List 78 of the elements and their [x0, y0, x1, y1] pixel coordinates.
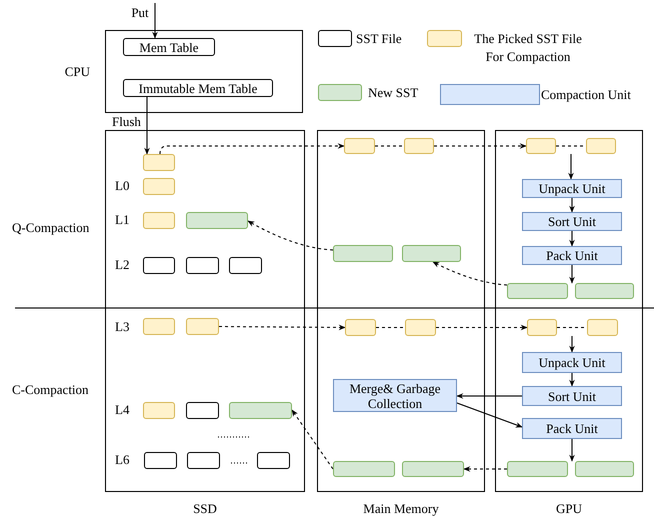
level-label: L4 [115, 402, 130, 417]
unit-box: Pack Unit [522, 418, 622, 439]
new-sst-file [402, 461, 464, 477]
sst-file [144, 452, 177, 469]
legend-label: Compaction Unit [541, 87, 631, 102]
sst-file [257, 452, 290, 469]
picked-sst-file [186, 318, 219, 335]
arrow [569, 336, 575, 353]
phase-label: Q-Compaction [12, 220, 90, 235]
new-sst-file [333, 245, 393, 262]
edge-label: Flush [112, 114, 141, 129]
unit-box: Unpack Unit [522, 352, 622, 373]
arrow [160, 143, 345, 154]
arrow [247, 220, 334, 250]
new-sst-file [402, 245, 461, 262]
table-box: Mem Table [123, 38, 215, 56]
picked-sst-file [143, 402, 175, 419]
arrow [292, 409, 334, 470]
region-title: Main Memory [362, 501, 440, 516]
legend-label: SST File [356, 31, 402, 46]
arrow [568, 154, 574, 180]
arrow [463, 466, 508, 472]
new-sst-file [229, 402, 292, 419]
picked-sst-file [586, 138, 616, 154]
picked-sst-file [143, 178, 175, 195]
picked-sst-file [345, 319, 376, 336]
picked-sst-file [587, 319, 618, 336]
region-title: GPU [554, 501, 583, 516]
arrow [569, 198, 575, 213]
picked-sst-file [405, 319, 436, 336]
level-label: L0 [115, 178, 130, 193]
sst-file [229, 257, 262, 274]
sst-file [186, 402, 219, 419]
new-sst-file [507, 461, 568, 477]
level-label: L2 [115, 257, 130, 272]
picked-sst-file [404, 138, 434, 154]
arrow [569, 438, 575, 462]
new-sst-file [333, 461, 395, 477]
region-title: SSD [192, 501, 218, 516]
arrow [434, 143, 527, 149]
table-box: Immutable Mem Table [123, 79, 273, 97]
legend-label: The Picked SST File For Compaction [473, 30, 583, 66]
unit-box: Sort Unit [522, 386, 622, 406]
arrow [144, 96, 150, 155]
phase-label: C-Compaction [12, 382, 89, 397]
unit-box: Sort Unit [522, 212, 622, 231]
picked-sst-file [344, 138, 375, 154]
arrow [432, 262, 508, 286]
new-sst-file [186, 212, 248, 229]
legend-label: New SST [368, 85, 418, 100]
new-sst-file [575, 283, 634, 299]
level-label: L1 [115, 212, 130, 227]
picked-sst-file [143, 154, 175, 171]
sst-file [187, 452, 220, 469]
level-label: L6 [115, 452, 130, 467]
sst-file [186, 257, 219, 274]
unit-box: Unpack Unit [522, 179, 622, 198]
unit-box: Pack Unit [522, 246, 622, 265]
arrow [456, 402, 523, 428]
picked-sst-file [526, 138, 556, 154]
level-label: L3 [115, 319, 130, 334]
connector-line [376, 327, 406, 328]
arrow [218, 324, 346, 330]
arrow [569, 230, 575, 247]
unit-box: Merge& Garbage Collection [333, 379, 457, 412]
picked-sst-file [527, 319, 557, 336]
picked-sst-file [143, 318, 175, 335]
input-label: Put [120, 3, 160, 21]
new-sst-file [507, 283, 568, 299]
sst-file [143, 257, 175, 274]
picked-sst-file [143, 212, 175, 229]
arrow [569, 264, 575, 284]
region-title: CPU [64, 64, 90, 78]
arrow [152, 2, 158, 39]
arrow [436, 324, 528, 330]
arrow [456, 393, 522, 399]
arrow [569, 372, 575, 387]
new-sst-file [575, 461, 634, 477]
